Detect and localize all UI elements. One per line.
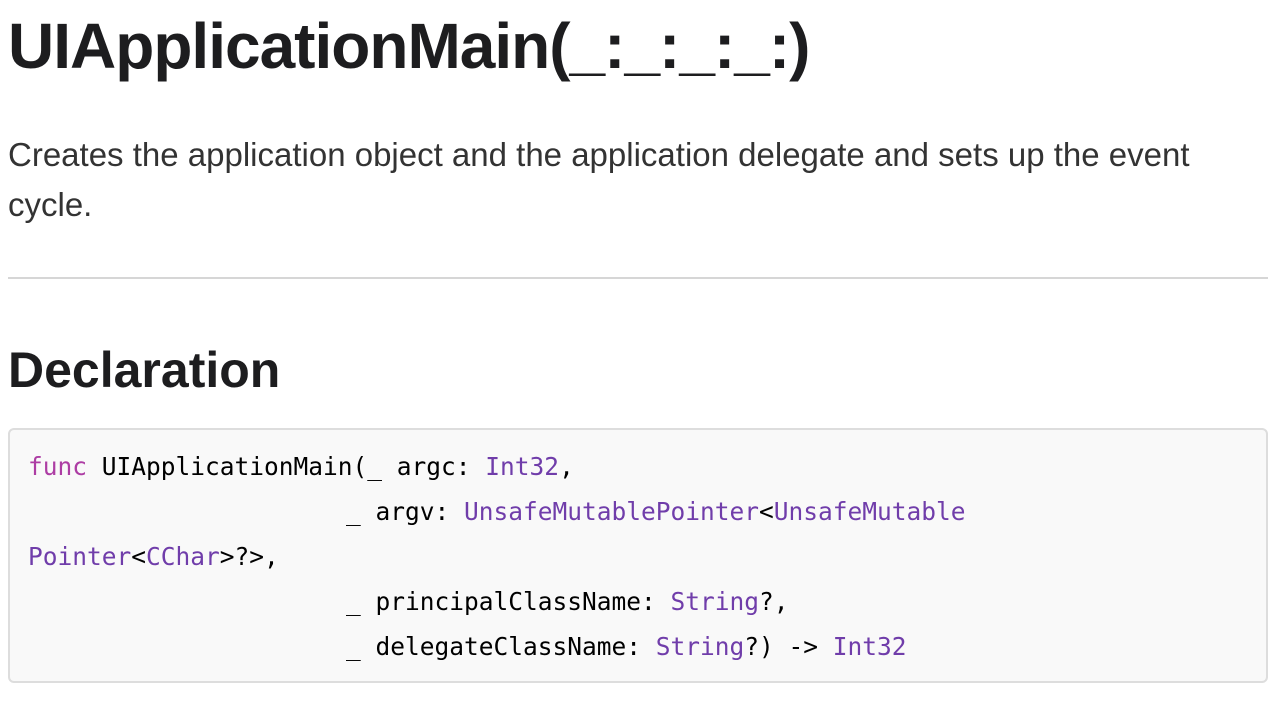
code-param-principal-label: _ principalClassName: — [346, 587, 671, 616]
code-line-2: _ argv: UnsafeMutablePointer<UnsafeMutab… — [28, 489, 1248, 534]
code-line-4: _ principalClassName: String?, — [28, 579, 1248, 624]
documentation-page: UIApplicationMain(_:_:_:_:) Creates the … — [0, 8, 1280, 717]
declaration-code-block[interactable]: func UIApplicationMain(_ argc: Int32,_ a… — [8, 428, 1268, 683]
code-type-string[interactable]: String — [655, 632, 745, 661]
abstract-text: Creates the application object and the a… — [8, 136, 1190, 223]
code-line-1: func UIApplicationMain(_ argc: Int32, — [28, 444, 1248, 489]
code-punctuation: >?>, — [219, 542, 279, 571]
code-type-unsafe-mutable-pointer[interactable]: UnsafeMutablePointer — [464, 497, 760, 526]
code-param-argv-label: _ argv: — [346, 497, 465, 526]
code-type-unsafe-mutable-pointer-inner[interactable]: UnsafeMutable — [773, 497, 966, 526]
code-keyword-func: func — [28, 452, 88, 481]
code-punctuation: < — [759, 497, 774, 526]
code-return-type-int32[interactable]: Int32 — [832, 632, 907, 661]
code-punctuation: , — [559, 452, 574, 481]
page-title: UIApplicationMain(_:_:_:_:) — [8, 10, 810, 82]
code-type-int32[interactable]: Int32 — [485, 452, 560, 481]
code-punctuation: < — [131, 542, 147, 571]
code-type-string[interactable]: String — [670, 587, 760, 616]
code-punctuation: ?, — [759, 587, 789, 616]
code-function-name: UIApplicationMain( — [87, 452, 368, 481]
code-type-unsafe-mutable-pointer-inner-cont[interactable]: Pointer — [28, 542, 132, 571]
code-line-3: Pointer<CChar>?>, — [28, 534, 1248, 579]
code-punctuation: ?) -> — [744, 632, 833, 661]
code-param-argc-label: _ argc: — [367, 452, 486, 481]
code-param-delegate-label: _ delegateClassName: — [346, 632, 656, 661]
declaration-heading: Declaration — [8, 342, 281, 398]
code-line-5: _ delegateClassName: String?) -> Int32 — [28, 624, 1248, 669]
code-type-cchar[interactable]: CChar — [146, 542, 220, 571]
section-divider — [8, 277, 1268, 279]
